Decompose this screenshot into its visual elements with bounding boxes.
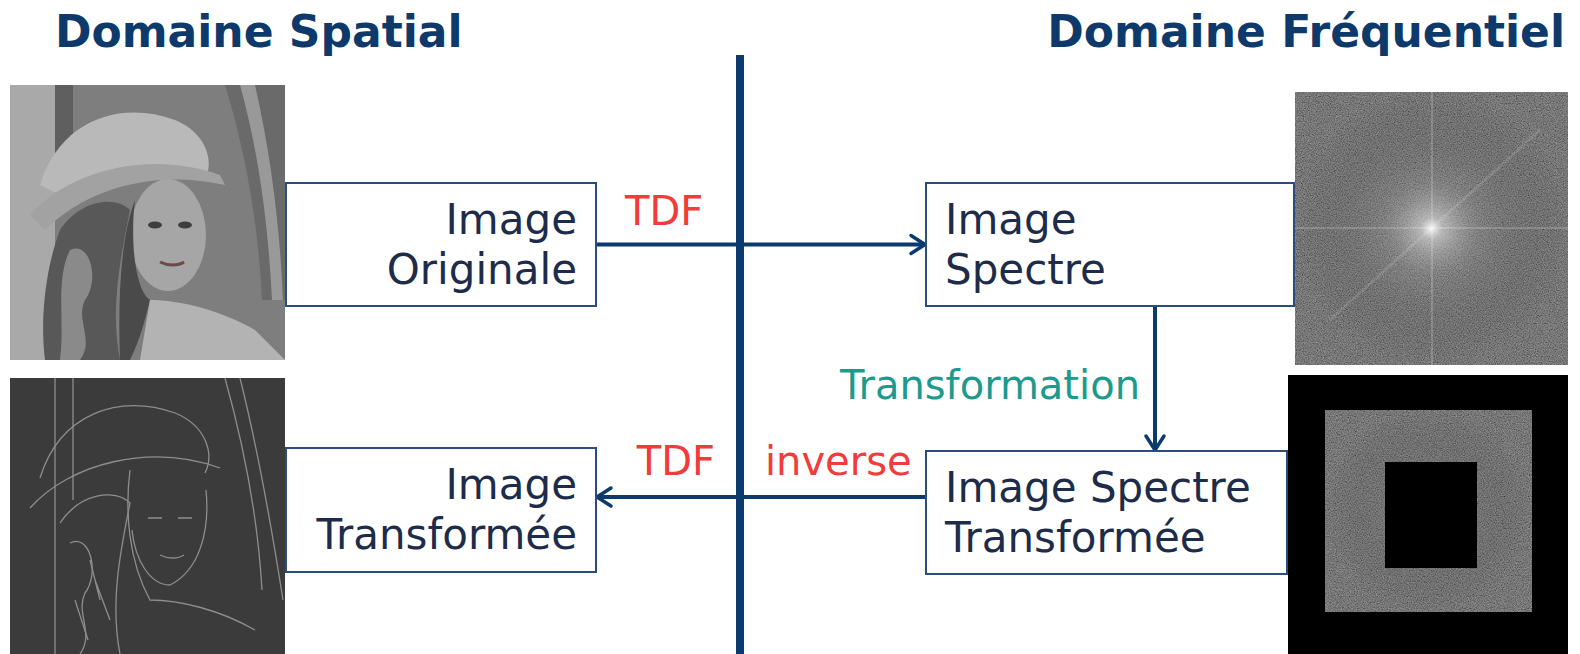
spectrum-noise — [1325, 410, 1532, 612]
spectrum-mask — [1385, 462, 1477, 568]
spectrum-streak — [1330, 130, 1540, 320]
photo-shoulder — [140, 300, 285, 360]
domain-heading: Domaine Spatial — [55, 6, 463, 58]
spectrum-ground — [1325, 410, 1532, 612]
photo-eye — [178, 222, 192, 229]
spectrum-center — [1325, 410, 1532, 612]
connector-line — [597, 495, 925, 499]
photo-feather — [60, 248, 92, 360]
spectrum-image — [1295, 92, 1568, 365]
photo-face — [130, 179, 206, 291]
edge-lines — [30, 378, 283, 654]
photo-ground — [10, 85, 285, 360]
arrow-head — [597, 488, 611, 506]
original-photo — [10, 85, 285, 360]
arrow-connector — [597, 236, 925, 254]
process-box: Image Transformée — [285, 447, 597, 573]
transformed-photo — [10, 378, 285, 654]
spectrum-noise — [1295, 92, 1568, 365]
box-label: Image Originale — [302, 195, 577, 295]
edge-label: TDF — [625, 187, 703, 235]
box-label: Image Spectre — [945, 195, 1165, 295]
photo-ground — [10, 378, 285, 654]
process-box: Image Spectre Transformée — [925, 450, 1288, 575]
spectrum-center — [1295, 92, 1568, 365]
process-box: Image Originale — [285, 182, 597, 307]
process-box: Image Spectre — [925, 182, 1295, 307]
photo-frame — [225, 85, 285, 300]
domain-separator — [736, 55, 744, 654]
arrow-connector — [1146, 307, 1164, 450]
connector-line — [597, 243, 925, 247]
connector-line — [1153, 307, 1157, 450]
arrow-head — [1146, 436, 1164, 450]
box-label: Image Transformée — [302, 460, 577, 560]
arrow-head — [911, 236, 925, 254]
edge-label: Transformation — [840, 361, 1140, 409]
photo-hair — [43, 202, 130, 360]
box-label: Image Spectre Transformée — [945, 463, 1275, 563]
arrow-connector — [597, 488, 925, 506]
spectrum-mask — [1288, 375, 1568, 654]
edge-label: TDF inverse — [637, 437, 912, 485]
photo-mouth — [160, 262, 184, 265]
photo-frame — [240, 85, 283, 300]
spectrum-ground — [1295, 92, 1568, 365]
domain-heading: Domaine Fréquentiel — [1047, 6, 1565, 58]
photo-eye — [148, 222, 162, 229]
filtered-spectrum-image — [1288, 375, 1568, 654]
